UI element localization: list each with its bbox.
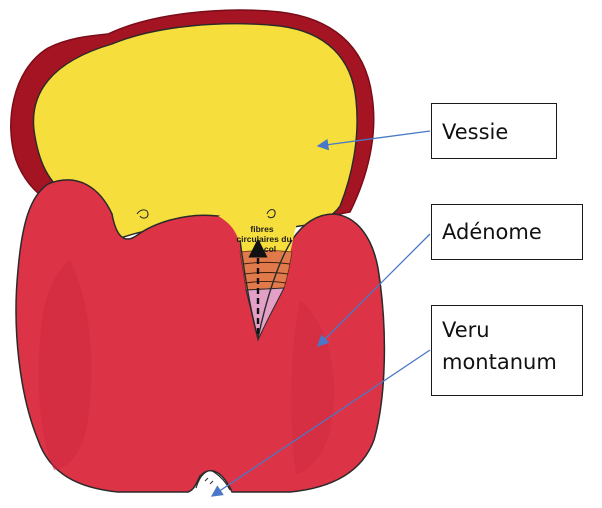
veru-label-line1: Veru [442,314,572,346]
bladder-label-text: Vessie [442,120,508,144]
bladder-label: Vessie [431,103,557,159]
inner-label-line3: col [264,244,276,254]
adenoma-label: Adénome [431,204,583,260]
inner-label-line1: fibres [250,224,273,234]
neck-fibres [240,251,292,291]
veru-montanum-label: Veru montanum [431,305,583,396]
veru-label-line2: montanum [442,346,572,378]
adenoma-label-text: Adénome [442,220,542,244]
inner-label-line2: circulaires du [236,234,291,244]
